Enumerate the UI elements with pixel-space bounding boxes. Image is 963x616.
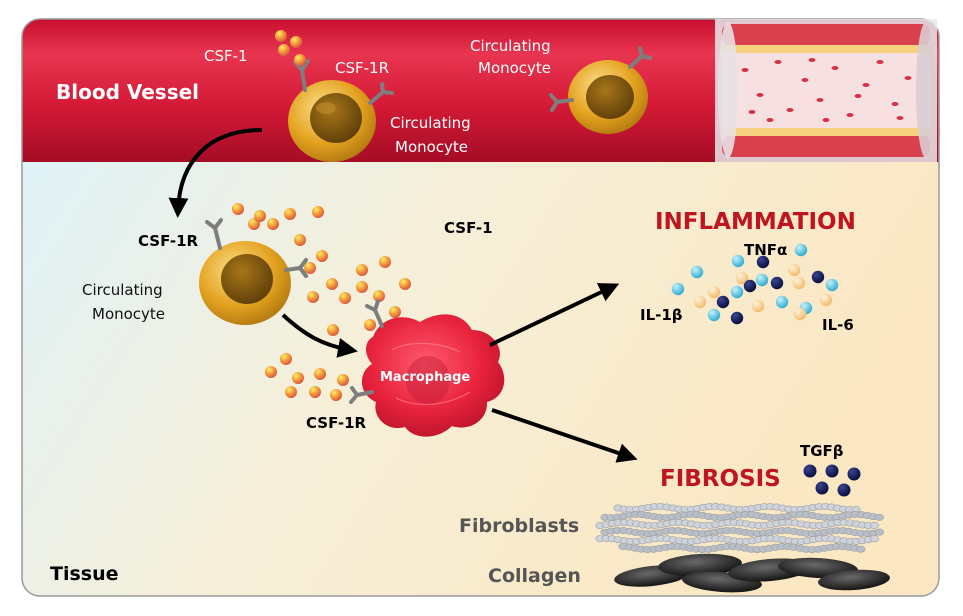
arrow-to-inflammation	[489, 283, 620, 347]
fibroblast-layer	[595, 502, 884, 554]
cytokine-molecule	[792, 276, 806, 290]
collagen-fibers	[614, 553, 890, 593]
cytokine-molecule	[811, 270, 825, 284]
cytokine-molecule	[825, 278, 839, 292]
csf1-ligand	[356, 281, 368, 293]
cytokine-molecule	[756, 255, 770, 269]
csf1-ligand	[280, 353, 292, 365]
csf1-ligand	[337, 374, 349, 386]
csf1r-label-bottom: CSF-1R	[306, 414, 367, 432]
il6-label: IL-6	[822, 316, 854, 334]
csf1-ligand	[284, 208, 296, 220]
cytokine-molecule	[775, 295, 789, 309]
csf1-ligand	[294, 234, 306, 246]
cytokine-molecule	[707, 285, 721, 299]
vessel-crosssection-image	[715, 19, 937, 162]
cytokine-molecule	[793, 307, 807, 321]
cytokine-molecule	[787, 263, 801, 277]
cytokine-molecule	[794, 243, 808, 257]
csf1-ligand	[399, 278, 411, 290]
cytokine-molecule	[690, 265, 704, 279]
extravasation-arrow	[168, 128, 263, 218]
csf1-ligand	[265, 366, 277, 378]
csf1-ligand	[330, 389, 342, 401]
il1b-label: IL-1β	[640, 306, 683, 324]
cytokine-molecule	[671, 282, 685, 296]
csf1-ligand	[254, 210, 266, 222]
macrophage-cell	[361, 314, 505, 437]
cytokine-molecule	[743, 279, 757, 293]
fibroblasts-label: Fibroblasts	[459, 515, 579, 537]
csf1-ligand	[267, 218, 279, 230]
csf1-ligand	[292, 372, 304, 384]
tgfb-molecules	[803, 464, 861, 497]
arrow-to-fibrosis	[491, 408, 638, 463]
tnfa-label: TNFα	[744, 241, 787, 259]
cytokine-molecule	[751, 299, 765, 313]
circulating-monocyte-top-right	[568, 60, 648, 134]
csf1-ligand	[316, 250, 328, 262]
cytokine-molecule	[730, 311, 744, 325]
cytokine-molecule	[730, 285, 744, 299]
circulating-monocyte-left	[199, 241, 291, 325]
csf1-ligand-cluster-top	[275, 30, 306, 66]
tgfb-label: TGFβ	[800, 442, 844, 460]
csf1-ligand	[339, 292, 351, 304]
cytokine-molecule	[716, 295, 730, 309]
cytokine-molecule	[735, 271, 749, 285]
csf1-ligand	[379, 256, 391, 268]
csf1-ligand	[356, 264, 368, 276]
csf1-label-mid: CSF-1	[444, 219, 493, 237]
csf1-label-top: CSF-1	[204, 47, 248, 65]
csf1-ligand	[364, 319, 376, 331]
blood-vessel-label: Blood Vessel	[56, 80, 199, 104]
receptor-icon	[205, 218, 308, 278]
csf1-ligand	[389, 306, 401, 318]
csf1-ligand	[309, 386, 321, 398]
cytokine-molecule	[755, 273, 769, 287]
csf1-ligand	[327, 324, 339, 336]
csf1-ligands-tissue	[232, 203, 411, 401]
cytokine-molecule	[731, 254, 745, 268]
csf1r-label-left: CSF-1R	[138, 232, 199, 250]
csf1-ligand	[285, 386, 297, 398]
differentiation-arrow	[281, 313, 358, 358]
receptor-icon	[349, 299, 384, 404]
tissue-label: Tissue	[50, 563, 119, 585]
csf1-ligand	[304, 262, 316, 274]
cytokine-molecule	[770, 276, 784, 290]
cytokine-molecule	[819, 293, 833, 307]
macrophage-label: Macrophage	[380, 370, 470, 385]
inflammation-label: INFLAMMATION	[655, 209, 856, 235]
fibrosis-label: FIBROSIS	[660, 466, 781, 492]
cytokine-molecule	[707, 308, 721, 322]
csf1-ligand	[312, 206, 324, 218]
cytokine-molecule	[693, 295, 707, 309]
cytokine-cluster	[671, 243, 839, 325]
csf1-ligand	[307, 291, 319, 303]
diagram-frame	[21, 18, 940, 597]
csf1-ligand	[373, 290, 385, 302]
receptor-icon	[549, 46, 652, 112]
collagen-label: Collagen	[488, 565, 581, 587]
csf1r-label-top: CSF-1R	[335, 59, 389, 77]
csf1-ligand	[326, 278, 338, 290]
csf1-ligand	[314, 368, 326, 380]
circulating-monocyte-top	[288, 80, 376, 162]
csf1-ligand	[232, 203, 244, 215]
